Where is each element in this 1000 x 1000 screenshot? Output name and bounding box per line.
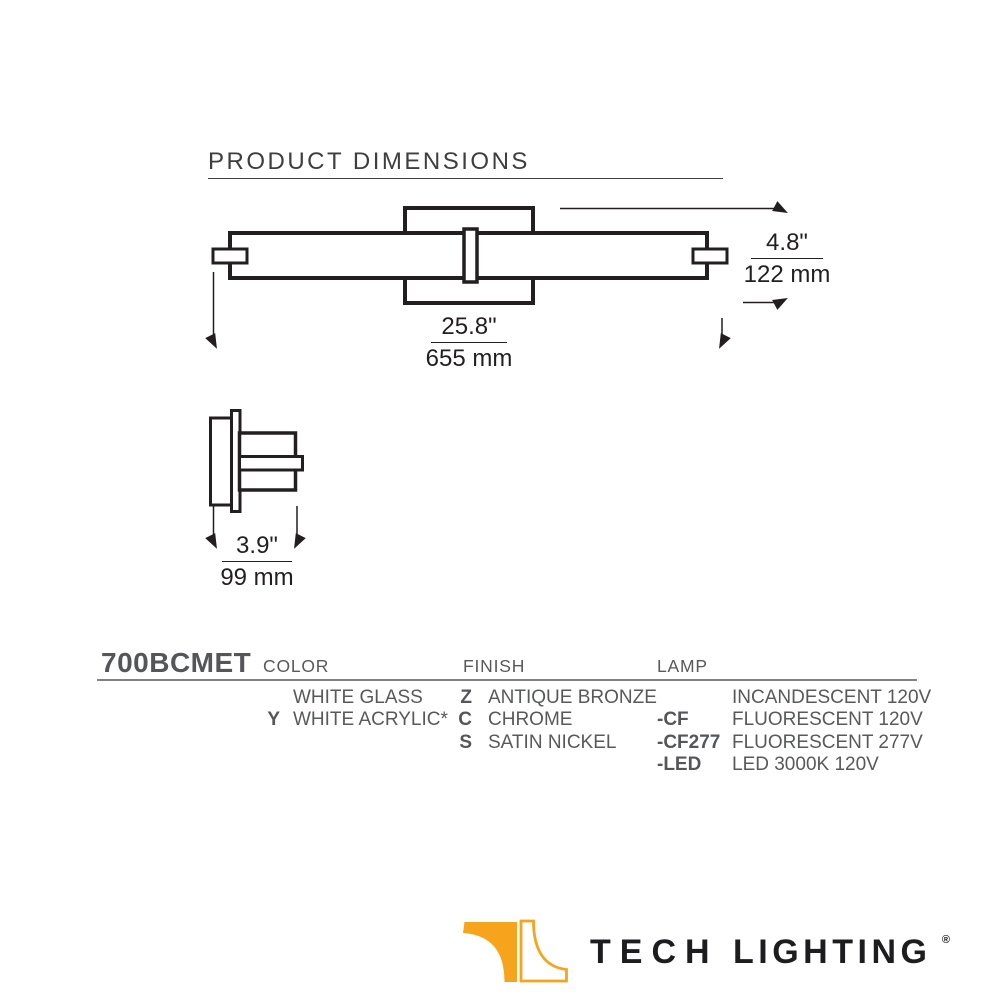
logo-mark-right-shape <box>519 919 568 983</box>
color-options-column: WHITE GLASS Y WHITE ACRYLIC* <box>230 687 448 732</box>
front-left-end-cap <box>211 247 249 265</box>
tech-lighting-logo: TECH LIGHTING ® <box>462 917 992 987</box>
height-mm: 122 mm <box>743 261 831 288</box>
side-wall-plate <box>209 416 233 507</box>
model-number: 700BCMET <box>101 647 252 678</box>
option-code: -LED <box>657 754 702 776</box>
front-right-end-cap <box>691 247 729 265</box>
width-fraction-line <box>431 342 507 343</box>
lamp-option-row: -CF277 FLUORESCENT 277V <box>657 732 931 754</box>
depth-mm: 99 mm <box>220 564 294 591</box>
option-value: SATIN NICKEL <box>488 731 617 753</box>
option-code: C <box>458 709 472 731</box>
option-code: Y <box>267 709 280 731</box>
finish-option-row: C CHROME <box>430 709 657 731</box>
depth-dimension-lines <box>205 506 306 549</box>
color-option-row: WHITE GLASS <box>230 687 448 709</box>
column-header-lamp: LAMP <box>657 656 708 676</box>
front-view-drawing <box>211 206 729 305</box>
height-inches: 4.8" <box>766 229 808 256</box>
tech-lighting-logo-mark-icon <box>463 919 568 983</box>
height-dimension-lines <box>560 201 788 310</box>
depth-fraction-line <box>222 561 292 562</box>
technical-drawing <box>205 201 788 549</box>
finish-option-row: S SATIN NICKEL <box>430 732 657 754</box>
column-header-color: COLOR <box>263 656 330 676</box>
logo-wordmark: TECH LIGHTING ® <box>590 933 950 972</box>
option-value: FLUORESCENT 120V <box>732 709 923 731</box>
option-value: CHROME <box>488 709 573 731</box>
depth-dimension-label: 3.9" 99 mm <box>194 531 320 592</box>
table-rule <box>97 679 917 681</box>
width-inches: 25.8" <box>441 313 497 340</box>
side-view-drawing <box>209 409 304 513</box>
option-code: -CF277 <box>657 731 721 753</box>
option-code: S <box>459 731 472 753</box>
option-value: ANTIQUE BRONZE <box>488 687 657 708</box>
lamp-option-row: -CF FLUORESCENT 120V <box>657 709 931 731</box>
width-dimension-label: 25.8" 655 mm <box>403 312 535 373</box>
registered-trademark-symbol: ® <box>941 934 951 946</box>
logo-word-lighting: LIGHTING <box>733 933 932 971</box>
height-fraction-line <box>751 258 823 259</box>
logo-mark-left-shape <box>463 922 517 982</box>
lamp-options-column: INCANDESCENT 120V -CF FLUORESCENT 120V -… <box>657 687 931 777</box>
finish-options-column: Z ANTIQUE BRONZE C CHROME S SATIN NICKEL <box>430 687 657 754</box>
height-dimension-label: 4.8" 122 mm <box>728 228 846 289</box>
page-title: PRODUCT DIMENSIONS <box>208 148 530 175</box>
logo-word-tech: TECH <box>590 933 719 971</box>
finish-option-row: Z ANTIQUE BRONZE <box>430 687 657 709</box>
front-center-detail <box>462 227 479 284</box>
option-code: Z <box>460 687 472 708</box>
column-header-finish: FINISH <box>463 656 526 676</box>
option-value: INCANDESCENT 120V <box>732 687 932 708</box>
lamp-option-row: INCANDESCENT 120V <box>657 687 931 709</box>
option-value: FLUORESCENT 277V <box>732 731 923 753</box>
option-value: WHITE GLASS <box>293 687 423 708</box>
title-underline <box>208 178 723 179</box>
color-option-row: Y WHITE ACRYLIC* <box>230 709 448 731</box>
depth-inches: 3.9" <box>236 532 278 559</box>
option-value: WHITE ACRYLIC* <box>293 709 448 731</box>
option-value: LED 3000K 120V <box>732 754 879 776</box>
side-lamp-detail <box>238 455 304 472</box>
option-code: -CF <box>657 709 689 731</box>
lamp-option-row: -LED LED 3000K 120V <box>657 754 931 776</box>
width-mm: 655 mm <box>425 345 513 372</box>
width-dimension-lines <box>205 272 731 349</box>
